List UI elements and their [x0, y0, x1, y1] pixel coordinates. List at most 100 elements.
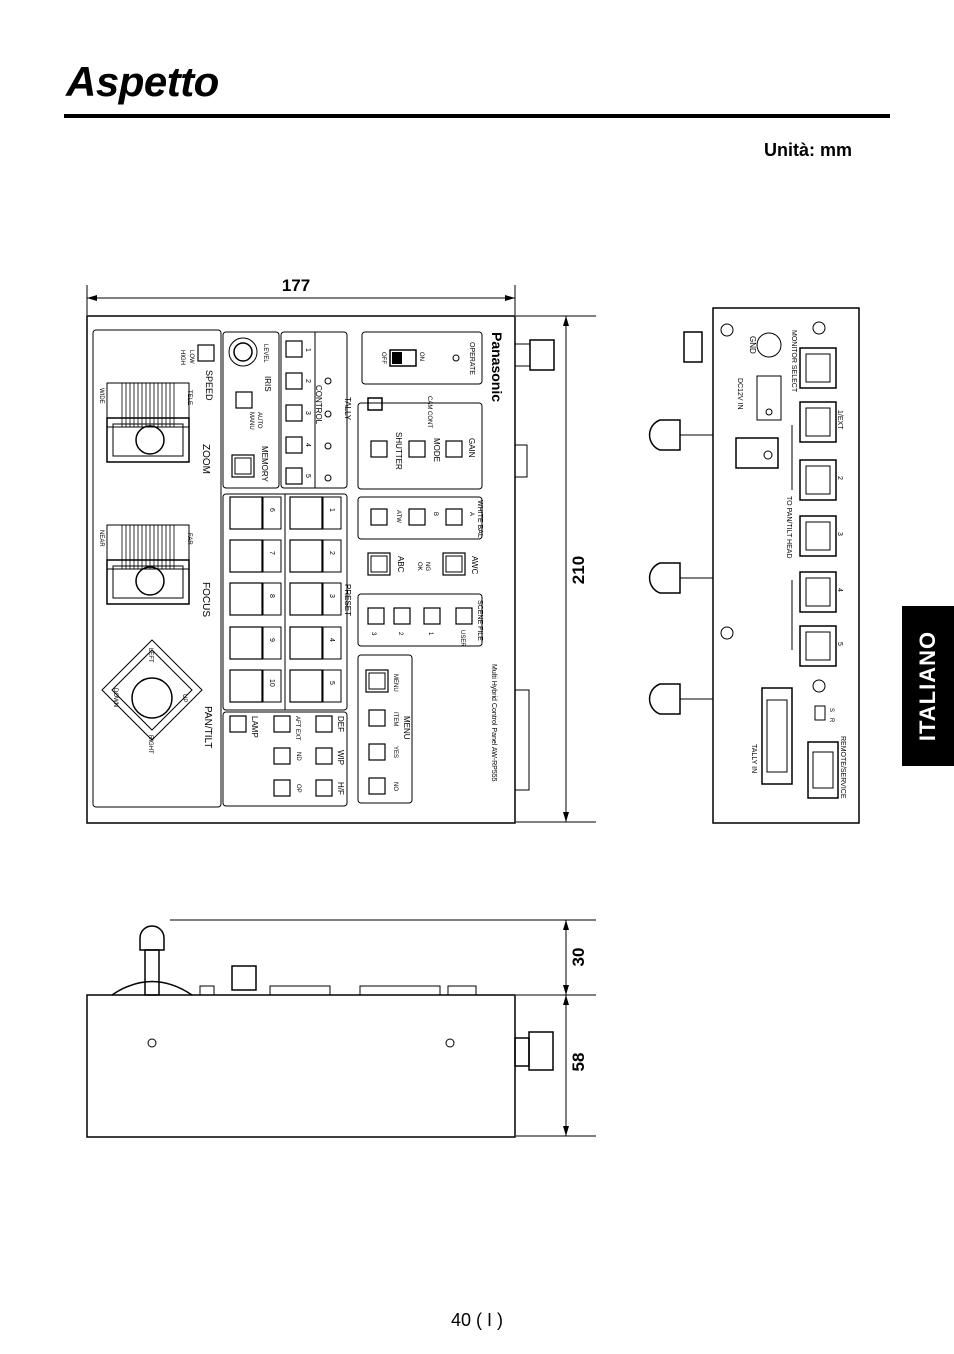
- preset-num-2: 2: [328, 551, 335, 555]
- top-view-panel: SPEED LOW HIGH WIDE TELE ZOOM: [86, 315, 555, 824]
- preset-num-3: 3: [328, 594, 335, 598]
- scene-num-3: 3: [370, 632, 376, 636]
- rear-switch-r-label: R: [828, 718, 834, 723]
- preset-num-4: 4: [328, 638, 335, 642]
- zoom-wide-label: WIDE: [98, 388, 104, 404]
- iris-manu-label: MANU: [248, 412, 254, 430]
- focus-far-label: FAR: [186, 533, 192, 545]
- preset-num-1: 1: [328, 508, 335, 512]
- rear-gnd-label: GND: [748, 336, 757, 354]
- menu-group-label: MENU: [402, 716, 411, 740]
- language-tab-label: ITALIANO: [915, 630, 940, 742]
- def-label: DEF: [336, 716, 345, 732]
- pan-left-label: LEFT: [147, 648, 153, 663]
- rear-port-2: 2: [836, 476, 843, 480]
- speed-label: SPEED: [204, 370, 214, 401]
- rear-monitor-select-label: MONITOR SELECT: [790, 330, 797, 393]
- rear-to-pan-tilt-head-label: TO PAN/TILT HEAD: [785, 496, 792, 559]
- page-number: 40 ( I ): [450, 1310, 503, 1330]
- side-view-panel: [86, 925, 554, 1138]
- scene-num-1: 1: [427, 632, 433, 636]
- menu-no-label: NO: [392, 782, 398, 791]
- operate-on-label: ON: [418, 352, 424, 361]
- tally-label: TALLY: [343, 397, 352, 421]
- rear-dc12v-label: DC12V IN: [736, 378, 743, 410]
- tilt-down-label: DOWN: [112, 688, 118, 707]
- preset-label: PRESET: [343, 584, 352, 616]
- dim-height-top: 30: [569, 948, 588, 967]
- brand-logo: Panasonic: [489, 332, 505, 402]
- abc-label: ABC: [396, 556, 405, 573]
- rear-port-1ext: 1/EXT: [836, 410, 843, 430]
- operate-label: OPERATE: [468, 342, 475, 375]
- focus-label: FOCUS: [200, 582, 211, 617]
- preset-num-8: 8: [268, 594, 275, 598]
- preset-num-9: 9: [268, 638, 275, 642]
- control-num-4: 4: [304, 443, 311, 447]
- focus-near-label: NEAR: [98, 530, 104, 547]
- menu-btn-label: MENU: [392, 674, 398, 692]
- dim-width: 177: [282, 276, 310, 295]
- scene-user-label: USER: [459, 630, 465, 647]
- model-label: Multi Hybrid Control Panel AW-RP555: [490, 664, 497, 782]
- mode-label: MODE: [432, 438, 441, 462]
- zoom-label: ZOOM: [200, 444, 211, 474]
- shutter-label: SHUTTER: [394, 432, 403, 470]
- control-num-2: 2: [304, 379, 311, 383]
- aft-ext-label: AFT EXT: [294, 716, 300, 741]
- operate-off-label: OFF: [380, 352, 386, 364]
- preset-num-7: 7: [268, 551, 275, 555]
- nd-label: ND: [295, 752, 301, 761]
- title-rule: [64, 114, 890, 118]
- lamp-label: LAMP: [250, 716, 259, 738]
- zoom-tele-label: TELE: [186, 390, 192, 405]
- control-num-1: 1: [304, 348, 311, 352]
- wip-label: WIP: [336, 750, 345, 765]
- speed-low-label: LOW: [188, 350, 194, 364]
- rear-view-panel: GND DC12V IN MONITOR SELECT 1/EXT 2 3 4 …: [648, 307, 860, 824]
- awc-ng-label: NG: [424, 562, 430, 571]
- cam-cont-label: CAM CONT: [426, 396, 432, 428]
- wb-b-label: B: [432, 512, 438, 516]
- gain-label: GAIN: [467, 438, 476, 458]
- rear-tally-in-label: TALLY IN: [750, 744, 757, 773]
- hf-label: H/F: [336, 782, 345, 795]
- rear-remote-service-label: REMOTE/SERVICE: [839, 736, 846, 799]
- awc-ok-label: OK: [416, 562, 422, 571]
- white-bal-label: WHITE BAL: [476, 500, 483, 538]
- tilt-up-label: UP: [181, 694, 187, 702]
- memory-label: MEMORY: [260, 446, 269, 483]
- dim-height-body: 58: [569, 1053, 588, 1072]
- depth-dimension: 210: [516, 315, 596, 823]
- dim-depth: 210: [569, 556, 588, 584]
- language-tab: ITALIANO: [902, 606, 954, 766]
- control-label: CONTROL: [314, 385, 323, 425]
- iris-level-label: LEVEL: [262, 344, 268, 363]
- wb-a-label: A: [468, 512, 474, 516]
- preset-num-5: 5: [328, 681, 335, 685]
- iris-label: IRIS: [263, 376, 272, 392]
- unit-label: Unità: mm: [764, 140, 853, 160]
- page-title: Aspetto: [66, 58, 219, 105]
- pan-tilt-label: PAN/TILT: [202, 706, 213, 748]
- atw-label: ATW: [395, 510, 401, 523]
- speed-high-label: HIGH: [179, 350, 185, 365]
- pan-right-label: RIGHT: [147, 735, 153, 754]
- iris-auto-label: AUTO: [256, 412, 262, 429]
- rear-port-4: 4: [836, 588, 843, 592]
- rear-port-5: 5: [836, 642, 843, 646]
- rear-switch-s-label: S: [828, 708, 834, 712]
- op-label: OP: [295, 784, 301, 793]
- awc-label: AWC: [470, 556, 479, 575]
- control-num-5: 5: [304, 474, 311, 478]
- menu-item-label: ITEM: [392, 712, 398, 726]
- scene-num-2: 2: [397, 632, 403, 636]
- preset-num-6: 6: [268, 508, 275, 512]
- preset-num-10: 10: [268, 679, 275, 687]
- height-dimensions: 30 58: [170, 919, 596, 1137]
- scene-file-label: SCENE FILE: [476, 600, 483, 641]
- control-num-3: 3: [304, 411, 311, 415]
- rear-port-3: 3: [836, 532, 843, 536]
- menu-yes-label: YES: [392, 746, 398, 758]
